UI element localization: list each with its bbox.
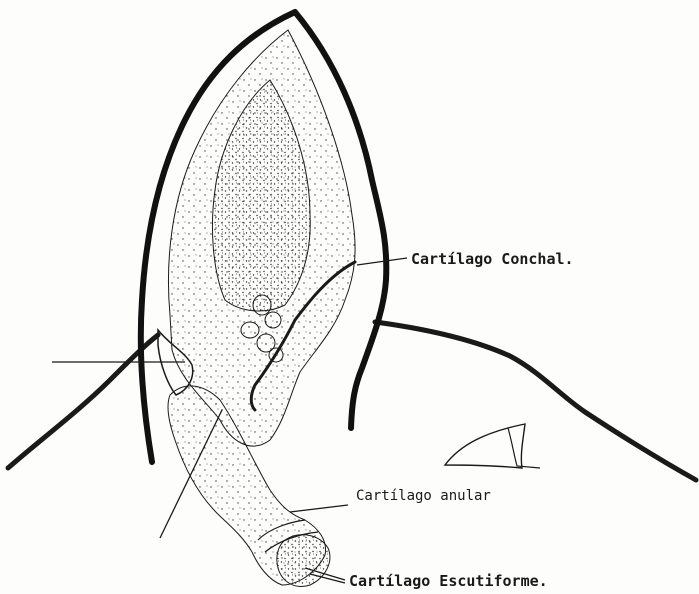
label-scutiform-cartilage: Cartílago Escutiforme. [349,572,548,590]
head-outline-right [375,322,696,480]
label-annular-cartilage: Cartílago anular [356,488,491,504]
head-outline [8,335,158,468]
label-conchal-cartilage: Cartílago Conchal. [411,250,574,268]
scutiform-cartilage [277,535,330,587]
